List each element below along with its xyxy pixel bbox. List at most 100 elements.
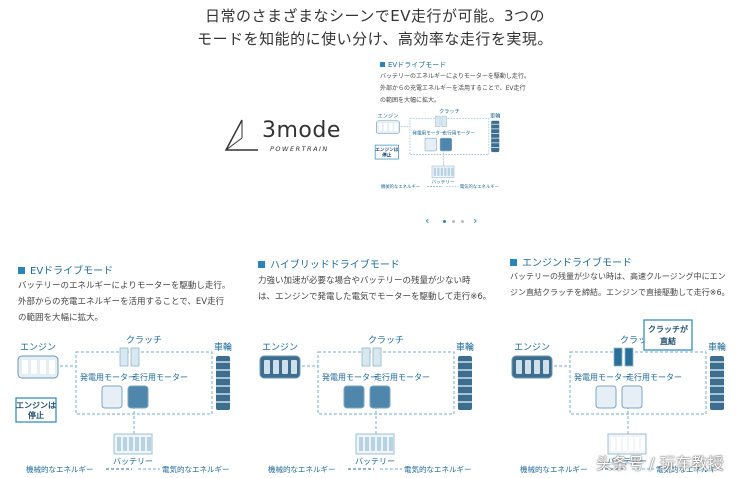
- generator-label: 発電用モーター: [322, 373, 378, 382]
- diagram-group: エンジンクラッチ発電用モーター走行用モーター車輪バッテリー機械的なエネルギー電気…: [259, 335, 474, 474]
- featured-mode-title-text: EVドライブモード: [388, 61, 447, 69]
- mode-title: EVドライブモード: [18, 262, 113, 277]
- diagram-group: エンジンエンジンは停止クラッチ発電用モーター走行用モーター車輪バッテリー機械的な…: [15, 335, 232, 474]
- headline-line-2: モードを知能的に使い分け、高効率な走行を実現。: [197, 30, 553, 48]
- mode-description: バッテリーのエネルギーによりモーターを駆動し走行。 外部からの充電エネルギーを活…: [18, 278, 230, 326]
- clutch-plate: [624, 347, 634, 367]
- engine-label: エンジン: [514, 343, 550, 353]
- mode-desc-line: 外部からの充電エネルギーを活用することで、EV走行: [18, 297, 225, 307]
- mode-title-text: ハイブリッドドライブモード: [270, 260, 400, 271]
- title-square-icon: [510, 259, 517, 266]
- featured-mode-description: バッテリーのエネルギーによりモーターを駆動し走行。 外部からの充電エネルギーを活…: [380, 71, 530, 107]
- engine-cylinder: [394, 123, 398, 132]
- clutch-plate: [372, 347, 382, 367]
- generator-motor-icon: [595, 385, 617, 409]
- drive-motor-icon: [621, 385, 643, 409]
- engine-cylinder: [543, 360, 549, 374]
- drive-motor-icon: [369, 385, 391, 409]
- battery-cell: [359, 437, 363, 451]
- carousel-dot[interactable]: [452, 220, 455, 223]
- carousel-nav: ‹ ›: [425, 214, 485, 230]
- engine-powertrain-diagram: エンジンクラッチクラッチが直結発電用モーター走行用モーター車輪バッテリー機械的な…: [511, 319, 726, 474]
- title-square-icon: [380, 62, 385, 67]
- clutch-label: クラッチ: [439, 108, 460, 115]
- electrical-legend-label: 電気的なエネルギー: [656, 464, 724, 474]
- mode-desc-line: 力強い加速が必要な場合やバッテリーの残量が少ない時: [258, 276, 471, 286]
- battery-cell: [365, 437, 369, 451]
- featured-mode-panel: EVドライブモード バッテリーのエネルギーによりモーターを駆動し走行。 外部から…: [380, 60, 530, 210]
- engine-cylinder: [49, 360, 55, 374]
- battery-label: バッテリー: [431, 179, 455, 185]
- mechanical-legend-label: 機械的なエネルギー: [26, 464, 94, 474]
- battery-cell: [141, 437, 145, 451]
- featured-desc-line: バッテリーのエネルギーによりモーターを駆動し走行。: [380, 73, 530, 80]
- clutch-engaged-text: クラッチが: [648, 324, 689, 334]
- chevron-left-icon[interactable]: ‹: [425, 214, 430, 227]
- clutch-label: クラッチ: [620, 335, 656, 346]
- battery-cell: [641, 437, 645, 451]
- clutch-plate: [119, 347, 129, 367]
- clutch-engaged-text: 直結: [660, 336, 676, 346]
- carousel-dot[interactable]: [461, 220, 464, 223]
- battery-cell: [389, 437, 393, 451]
- battery-cell: [635, 437, 639, 451]
- title-square-icon: [18, 267, 25, 274]
- battery-cell: [451, 167, 454, 176]
- battery-cell: [371, 437, 375, 451]
- mode-description: バッテリーの残量が少ない時は、高速クルージング中にエン ジン直結クラッチを締結。…: [510, 269, 730, 301]
- carousel-dot[interactable]: [443, 220, 446, 223]
- page-headline: 日常のさまざまなシーンでEV走行が可能。3つの モードを知能的に使い分け、高効率…: [0, 5, 750, 51]
- generator-motor-icon: [343, 385, 365, 409]
- wheel-label: 車輪: [708, 341, 726, 353]
- mode-desc-line: バッテリーのエネルギーによりモーターを駆動し走行。: [18, 281, 231, 291]
- wheel-label: 車輪: [490, 111, 501, 119]
- triangle-logo-icon: [224, 119, 258, 151]
- 3mode-powertrain-logo: 3mode POWERTRAIN: [222, 116, 342, 156]
- clutch-label: クラッチ: [368, 335, 404, 346]
- engine-stopped-text: 停止: [382, 152, 392, 159]
- mode-description: 力強い加速が必要な場合やバッテリーの残量が少ない時 は、エンジンで発電した電気で…: [258, 273, 491, 305]
- featured-powertrain-diagram: エンジンエンジンは停止クラッチ発電用モーター走行用モーター車輪バッテリー機械的な…: [374, 108, 501, 190]
- generator-motor-icon: [101, 385, 123, 409]
- battery-cell: [440, 167, 444, 176]
- battery-cell: [377, 437, 381, 451]
- logo-wordmark: 3mode: [262, 118, 341, 143]
- mode-title: ハイブリッドドライブモード: [258, 256, 400, 271]
- battery-cell: [129, 437, 133, 451]
- clutch-label: クラッチ: [126, 335, 162, 346]
- hybrid-powertrain-diagram: エンジンクラッチ発電用モーター走行用モーター車輪バッテリー機械的なエネルギー電気…: [259, 335, 474, 474]
- energy-loop-line: [317, 351, 455, 415]
- featured-desc-line: 外部からの充電エネルギーを活用することで、EV走行: [380, 85, 526, 92]
- battery-cell: [623, 437, 627, 451]
- drive-motor-label: 走行用モーター: [132, 372, 188, 382]
- engine-stopped-badge: [374, 144, 399, 160]
- engine-stopped-text: 停止: [28, 410, 44, 420]
- mode-desc-line: ジン直結クラッチを締結。エンジンで直接駆動して走行※6。: [510, 288, 730, 297]
- featured-desc-line: の範囲を大幅に拡大。: [380, 97, 441, 104]
- battery-cell: [147, 437, 151, 451]
- engine-cylinder: [516, 360, 522, 374]
- engine-cylinder: [378, 123, 383, 132]
- mechanical-legend-label: 機械的なエネルギー: [381, 183, 420, 190]
- electrical-legend-label: 電気的なエネルギー: [404, 464, 472, 474]
- engine-label: エンジン: [377, 112, 398, 119]
- featured-mode-title: EVドライブモード: [380, 60, 446, 70]
- battery-cell: [617, 437, 621, 451]
- battery-cell: [433, 167, 437, 176]
- chevron-right-icon[interactable]: ›: [473, 214, 478, 227]
- clutch-plate: [361, 347, 371, 367]
- electrical-legend-label: 電気的なエネルギー: [162, 464, 230, 474]
- battery-cell: [123, 437, 127, 451]
- generator-motor-icon: [424, 137, 437, 152]
- drive-motor-icon: [439, 137, 453, 152]
- engine-stopped-text: エンジンは: [375, 147, 399, 153]
- engine-cylinder: [389, 123, 393, 132]
- engine-label: エンジン: [20, 343, 56, 353]
- mode-desc-line: は、エンジンで発電した電気でモーターを駆動して走行※6。: [258, 292, 492, 302]
- watermark: 头条号 / 玩车教授: [596, 454, 724, 473]
- engine-cylinder: [291, 360, 297, 374]
- diagram-group: エンジンエンジンは停止クラッチ発電用モーター走行用モーター車輪バッテリー機械的な…: [374, 108, 501, 190]
- engine-cylinder: [40, 360, 46, 374]
- battery-label: バッテリー: [355, 457, 395, 466]
- engine-cylinder: [525, 360, 531, 374]
